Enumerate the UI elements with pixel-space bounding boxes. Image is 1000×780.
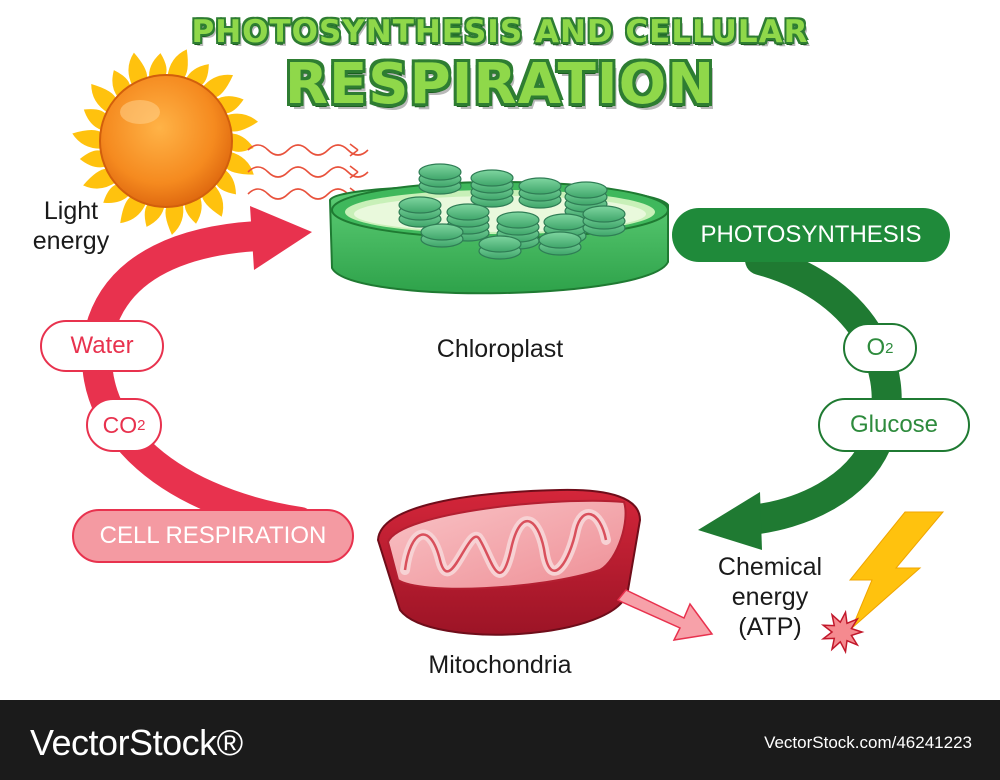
photosynthesis-pill: PHOTOSYNTHESIS	[672, 208, 950, 262]
light-energy-label: Light energy	[32, 197, 110, 255]
mitochondria-icon	[376, 488, 642, 636]
watermark-brand: VectorStock®	[30, 722, 243, 763]
cell-respiration-pill: CELL RESPIRATION	[72, 509, 354, 563]
light-waves	[247, 143, 369, 201]
chloroplast-label: Chloroplast	[436, 335, 564, 363]
chemical-energy-label: Chemical energy (ATP)	[717, 553, 823, 641]
water-pill: Water	[40, 320, 164, 372]
glucose-pill: Glucose	[818, 398, 970, 452]
title-line-2: RESPIRATION	[284, 52, 716, 117]
atp-arrow	[616, 589, 714, 641]
mitochondria-label: Mitochondria	[428, 651, 572, 679]
spark-icon	[820, 609, 865, 655]
watermark-bar: VectorStock® VectorStock.com/46241223	[0, 700, 1000, 780]
chloroplast-icon	[328, 163, 669, 295]
watermark-id: VectorStock.com/46241223	[764, 733, 972, 752]
sun-icon	[72, 49, 259, 235]
title-line-1: PHOTOSYNTHESIS AND CELLULAR	[191, 14, 809, 50]
lightning-bolt-icon	[848, 511, 945, 629]
